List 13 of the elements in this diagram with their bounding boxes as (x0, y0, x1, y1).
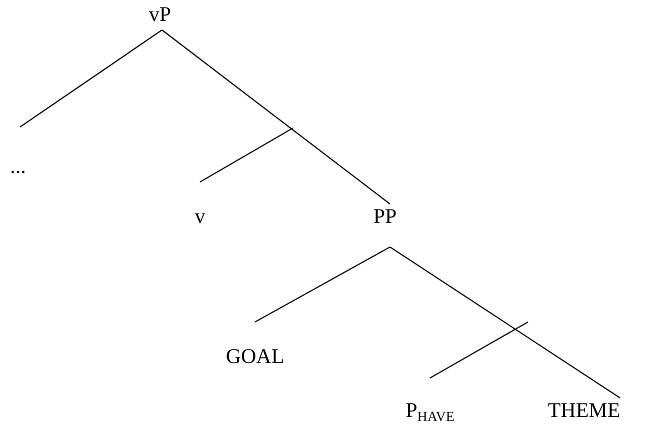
tree-label: v (194, 182, 206, 228)
tree-branch (200, 127, 294, 183)
tree-branch (430, 321, 528, 379)
tree-label: vP (148, 2, 172, 30)
tree-label: P$_{HAVE}$ (406, 378, 454, 428)
tree-branch (20, 30, 162, 128)
tree-label: ... (10, 127, 26, 178)
tree-label: GOAL (226, 322, 284, 368)
tree-label: THEME (548, 398, 620, 422)
tree-branch (162, 30, 390, 204)
tree-branch (390, 246, 620, 398)
tree-label: PP (373, 204, 397, 247)
tree-branch (254, 246, 390, 323)
